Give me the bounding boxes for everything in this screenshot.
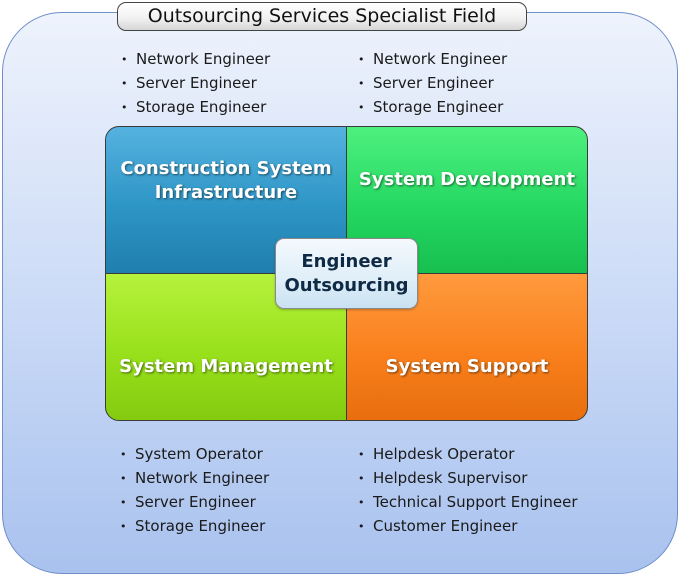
list-item: Helpdesk Supervisor xyxy=(358,466,578,490)
list-item: Storage Engineer xyxy=(121,95,270,119)
bottom-right-role-list: Helpdesk Operator Helpdesk Supervisor Te… xyxy=(358,442,578,538)
center-label-line: Outsourcing xyxy=(284,274,409,296)
quadrant-label-line: Construction System xyxy=(120,158,332,179)
list-item: Storage Engineer xyxy=(358,95,507,119)
top-left-role-list: Network Engineer Server Engineer Storage… xyxy=(121,47,270,119)
list-item: System Operator xyxy=(120,442,269,466)
list-item: Network Engineer xyxy=(120,466,269,490)
quadrant-construction-system-infrastructure: Construction System Infrastructure xyxy=(105,126,347,274)
list-item: Customer Engineer xyxy=(358,514,578,538)
list-item: Technical Support Engineer xyxy=(358,490,578,514)
quadrant-label: System Support xyxy=(385,356,549,377)
list-item: Storage Engineer xyxy=(120,514,269,538)
top-right-role-list: Network Engineer Server Engineer Storage… xyxy=(358,47,507,119)
list-item: Server Engineer xyxy=(120,490,269,514)
list-item: Network Engineer xyxy=(121,47,270,71)
list-item: Network Engineer xyxy=(358,47,507,71)
quadrant-label-line: Infrastructure xyxy=(154,182,298,203)
diagram-title: Outsourcing Services Specialist Field xyxy=(117,2,527,31)
list-item: Helpdesk Operator xyxy=(358,442,578,466)
list-item: Server Engineer xyxy=(358,71,507,95)
center-label-line: Engineer xyxy=(301,250,392,272)
bottom-left-role-list: System Operator Network Engineer Server … xyxy=(120,442,269,538)
center-engineer-outsourcing-box: Engineer Outsourcing xyxy=(275,238,418,309)
list-item: Server Engineer xyxy=(121,71,270,95)
quadrant-label: System Development xyxy=(358,169,576,190)
quadrant-label: System Management xyxy=(119,356,333,377)
